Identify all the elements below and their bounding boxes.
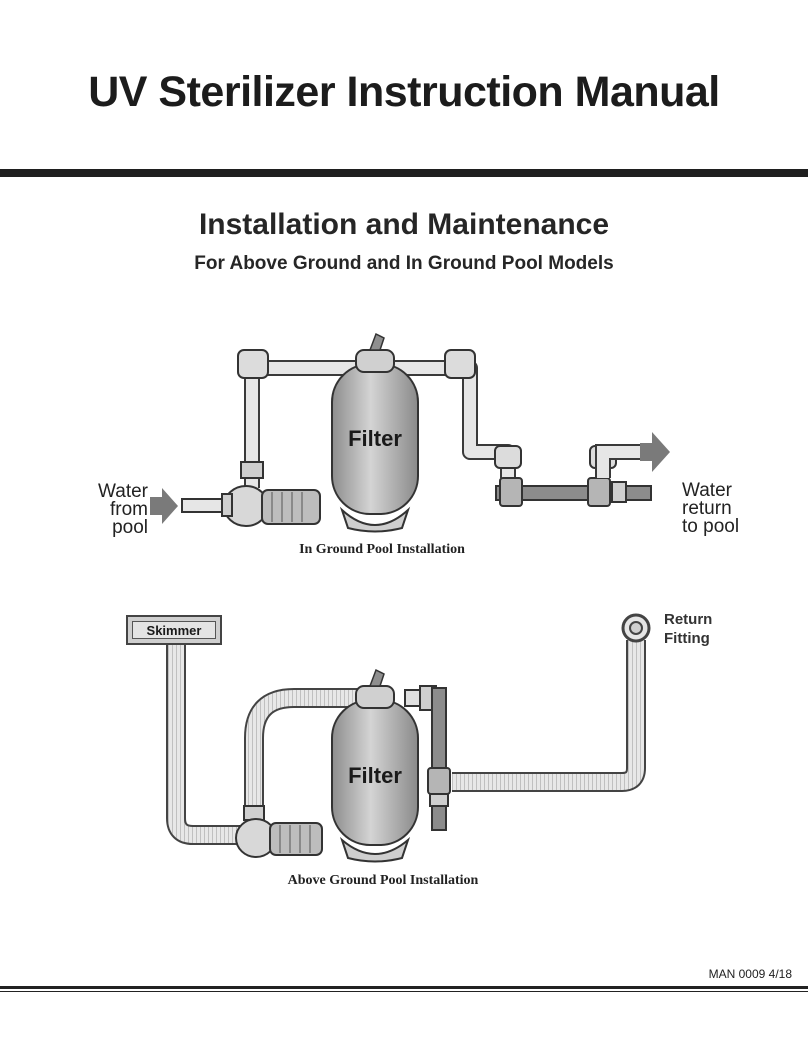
footer-rule-thin bbox=[0, 991, 808, 992]
pump-motor bbox=[269, 822, 323, 856]
skimmer-box: Skimmer bbox=[126, 615, 222, 645]
elbow-fitting bbox=[494, 445, 522, 469]
document-code: MAN 0009 4/18 bbox=[708, 967, 792, 981]
valve-handle bbox=[368, 332, 385, 351]
footer-rule bbox=[0, 986, 808, 989]
in-ground-diagram: Filter bbox=[150, 332, 670, 533]
elbow-fitting bbox=[237, 349, 269, 379]
pump-motor bbox=[261, 489, 321, 525]
above-ground-diagram: Filter bbox=[166, 613, 651, 863]
above-ground-caption: Above Ground Pool Installation bbox=[287, 873, 479, 888]
title-rule bbox=[0, 169, 808, 177]
uv-sterilizer-unit bbox=[431, 687, 447, 831]
skimmer-label: Skimmer bbox=[132, 621, 216, 639]
elbow-fitting bbox=[444, 349, 476, 379]
union-fitting bbox=[240, 461, 264, 479]
section-subtitle: For Above Ground and In Ground Pool Mode… bbox=[194, 253, 614, 274]
section-title: Installation and Maintenance bbox=[198, 208, 610, 241]
multiport-valve bbox=[355, 685, 395, 709]
inflow-arrow bbox=[150, 488, 178, 524]
document-title: UV Sterilizer Instruction Manual bbox=[88, 68, 720, 116]
multiport-valve bbox=[355, 349, 395, 373]
filter-label-ig: Filter bbox=[348, 426, 402, 451]
valve-handle bbox=[368, 668, 385, 687]
outflow-arrow bbox=[640, 432, 670, 472]
filter-label-ag: Filter bbox=[348, 763, 402, 788]
in-ground-caption: In Ground Pool Installation bbox=[299, 542, 465, 557]
